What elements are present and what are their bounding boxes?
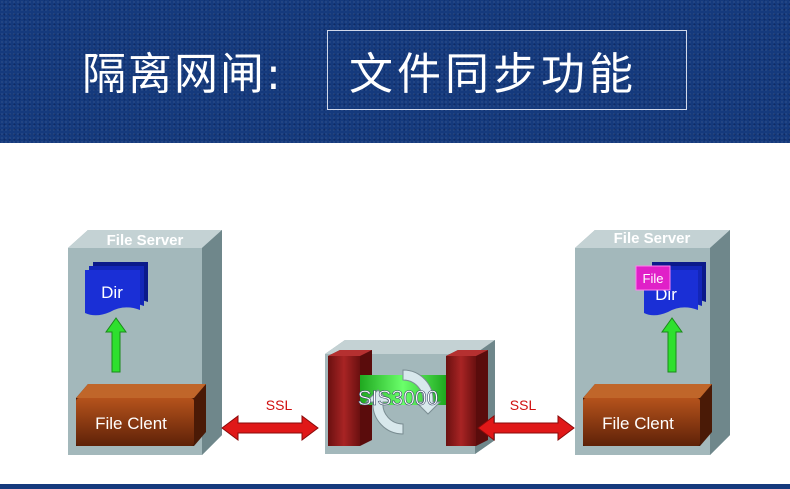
left-ssl-label: SSL xyxy=(266,397,293,413)
right-server-top xyxy=(575,230,730,248)
left-file-server: File Server Dir File Clent xyxy=(68,230,222,455)
right-file-tag: File xyxy=(635,265,671,291)
sync-cycle-icon xyxy=(364,369,442,435)
right-client-label: File Clent xyxy=(602,414,674,433)
diagram-canvas: File Server Dir File Clent File Server xyxy=(68,230,730,455)
right-file-client: File Clent xyxy=(583,384,712,446)
gateway-label: SIS3000 xyxy=(358,387,439,410)
left-file-client: File Clent xyxy=(76,384,206,446)
left-pillar xyxy=(328,350,372,446)
page-title: 文件同步功能 xyxy=(349,49,637,100)
left-dir-icon: Dir xyxy=(85,262,148,316)
right-file-server: File Server Dir File File Clent xyxy=(575,230,730,455)
gateway-sis3000: SIS3000 xyxy=(325,340,495,454)
right-pillar xyxy=(446,350,488,446)
right-file-label: File xyxy=(643,271,664,286)
right-ssl-link: SSL xyxy=(477,397,575,441)
right-server-title: File Server xyxy=(614,230,691,247)
left-server-side xyxy=(202,230,222,455)
left-dir-label: Dir xyxy=(101,283,123,302)
left-ssl-link: SSL xyxy=(221,397,319,441)
left-server-title: File Server xyxy=(107,232,184,249)
right-server-side xyxy=(710,230,730,455)
left-client-label: File Clent xyxy=(95,414,167,433)
header-banner: 隔离网闸: 文件同步功能 xyxy=(0,0,790,143)
title-prefix: 隔离网闸: xyxy=(82,49,283,100)
left-server-top xyxy=(68,230,222,248)
right-ssl-label: SSL xyxy=(510,397,537,413)
left-up-arrow xyxy=(105,317,127,373)
title-frame xyxy=(327,30,687,110)
bottom-rule xyxy=(0,484,790,489)
right-up-arrow xyxy=(661,317,683,373)
